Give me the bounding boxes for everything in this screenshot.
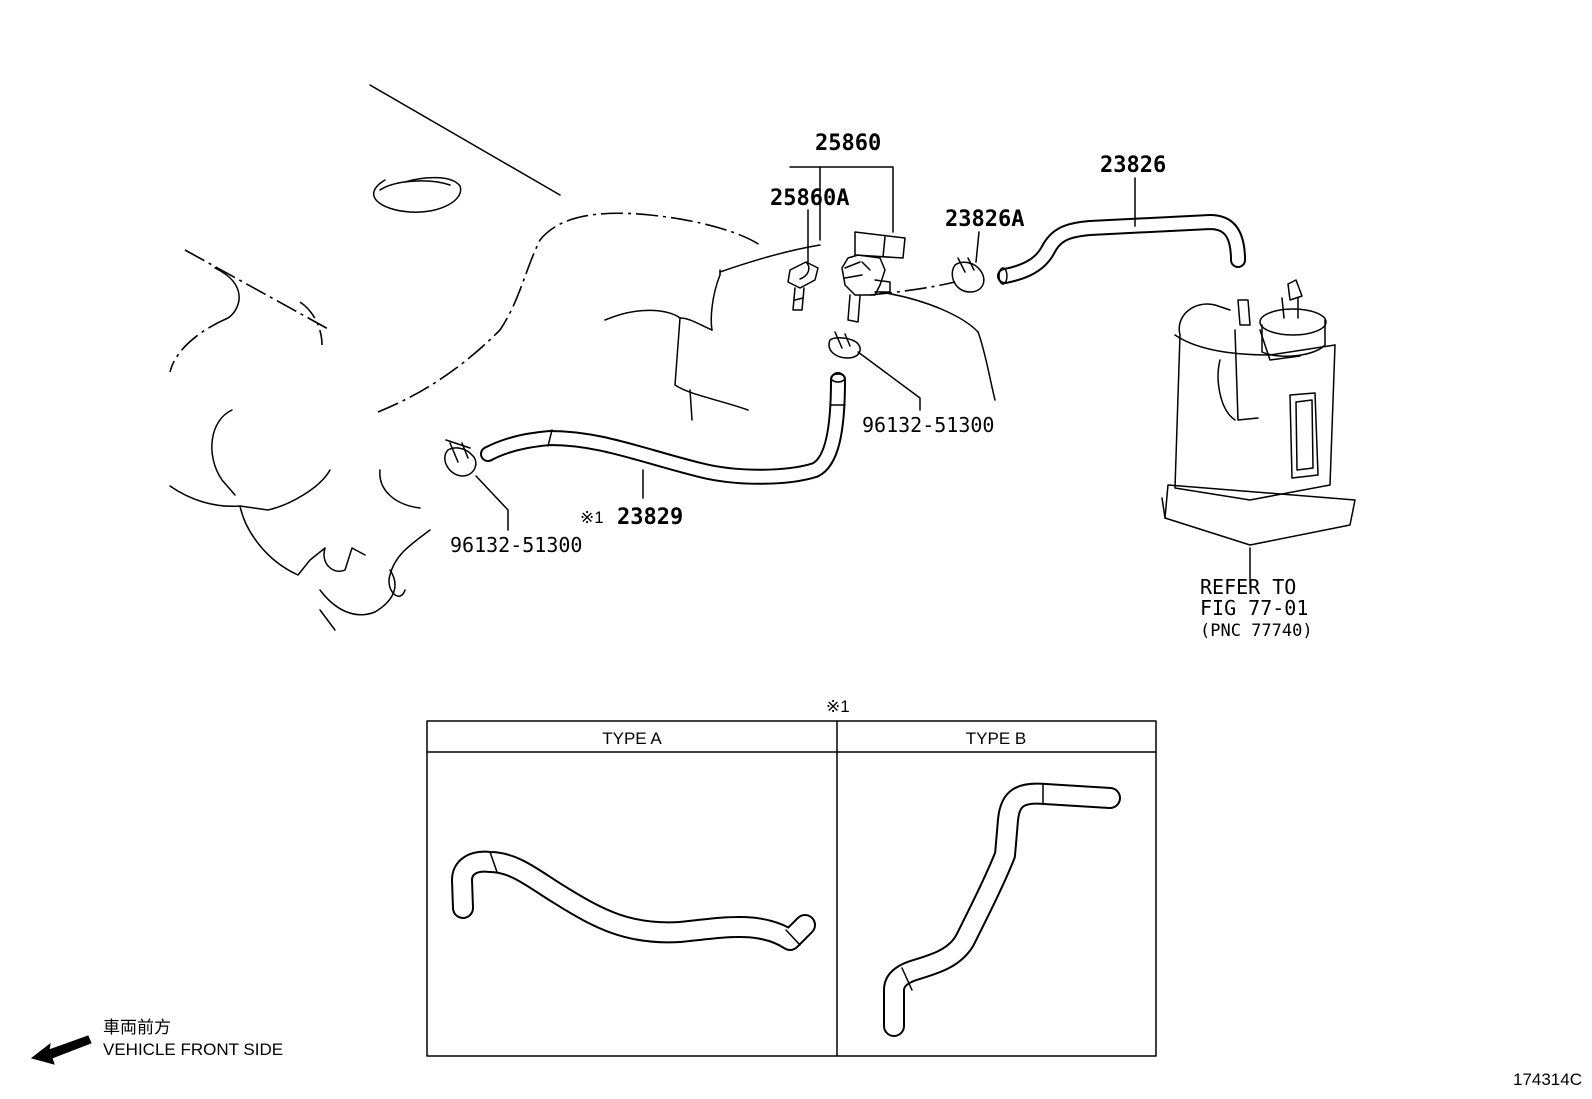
type-table: ※1 TYPE A TYPE B bbox=[426, 697, 1157, 1057]
vehicle-front-indicator: 車両前方 VEHICLE FRONT SIDE bbox=[30, 1018, 283, 1065]
leader-lines bbox=[475, 166, 1251, 586]
refer-line-3: (PNC 77740) bbox=[1200, 621, 1313, 641]
note-mark-23829: ※1 bbox=[580, 508, 604, 527]
type-b-hose bbox=[883, 782, 1121, 1037]
direction-english: VEHICLE FRONT SIDE bbox=[103, 1040, 283, 1059]
clamp-left bbox=[444, 439, 477, 477]
label-25860a: 25860A bbox=[770, 186, 849, 211]
refer-line-1: REFER TO bbox=[1200, 575, 1296, 599]
hose-23829 bbox=[480, 372, 846, 485]
clamp-23826a bbox=[951, 257, 985, 293]
filter-25860a bbox=[787, 261, 819, 311]
valve-25860 bbox=[841, 231, 906, 323]
direction-japanese: 車両前方 bbox=[103, 1018, 171, 1037]
clamp-right bbox=[828, 331, 861, 359]
hose-23826 bbox=[997, 214, 1246, 285]
refer-line-2: FIG 77-01 bbox=[1200, 596, 1308, 620]
charcoal-canister bbox=[1161, 279, 1356, 546]
label-25860: 25860 bbox=[815, 131, 881, 156]
front-arrow-icon bbox=[30, 1035, 92, 1065]
label-96132-right: 96132-51300 bbox=[862, 413, 994, 437]
table-marker: ※1 bbox=[826, 697, 850, 716]
label-23826: 23826 bbox=[1100, 153, 1166, 178]
label-23826a: 23826A bbox=[945, 207, 1024, 232]
engine-outline bbox=[169, 84, 996, 631]
type-b-header: TYPE B bbox=[966, 729, 1026, 748]
label-23829: 23829 bbox=[617, 505, 683, 530]
figure-id: 174314C bbox=[1513, 1070, 1582, 1089]
type-a-hose bbox=[451, 850, 816, 951]
label-96132-left: 96132-51300 bbox=[450, 533, 582, 557]
part-labels: 25860 25860A 23826 23826A 96132-51300 96… bbox=[450, 131, 1313, 641]
type-a-header: TYPE A bbox=[602, 729, 662, 748]
